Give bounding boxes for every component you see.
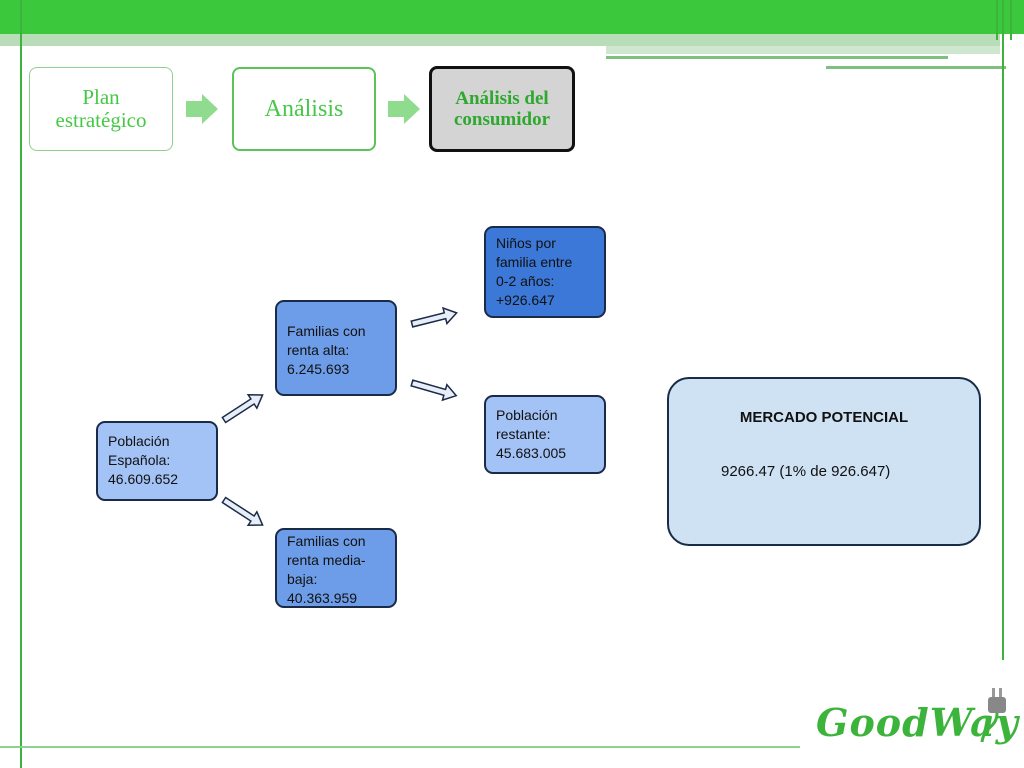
mercado-value: 9266.47 (1% de 926.647) (721, 463, 891, 480)
node-text: Población (108, 433, 170, 449)
step-arrow-icon (388, 94, 420, 124)
node-text: restante: (496, 426, 551, 442)
arrow-icon (218, 387, 268, 428)
arrow-icon (409, 374, 460, 405)
header-rule (606, 56, 948, 59)
node-text: familia entre (496, 254, 573, 270)
node-text: Población (496, 407, 558, 423)
right-deco-line-2 (1010, 0, 1012, 40)
left-border-line (20, 0, 22, 768)
node-poblacion-restante: Población restante: 45.683.005 (484, 395, 606, 474)
node-familias-renta-alta: Familias con renta alta: 6.245.693 (275, 300, 397, 396)
node-value: 45.683.005 (496, 445, 567, 461)
arrow-icon (218, 492, 268, 533)
node-text: Niños por (496, 235, 556, 251)
node-text: 0-2 años: (496, 273, 555, 289)
right-deco-line (996, 0, 998, 40)
mercado-title: MERCADO POTENCIAL (739, 409, 909, 426)
plug-icon (980, 688, 1006, 743)
step-arrow-icon (186, 94, 218, 124)
node-poblacion-espanola: Población Española: 46.609.652 (96, 421, 218, 501)
mercado-potencial-box: MERCADO POTENCIAL 9266.47 (1% de 926.647… (667, 377, 981, 546)
node-text: baja: (287, 571, 318, 587)
node-text: renta alta: (287, 342, 350, 358)
node-ninos-por-familia: Niños por familia entre 0-2 años: +926.6… (484, 226, 606, 318)
node-text: Española: (108, 452, 171, 468)
step-label-line: consumidor (453, 109, 551, 130)
header-band-secondary (606, 46, 1000, 54)
node-value: 40.363.959 (287, 590, 358, 606)
header-bar (0, 0, 1024, 34)
node-text: renta media- (287, 552, 366, 568)
arrow-icon (409, 304, 460, 333)
node-value: 46.609.652 (108, 471, 179, 487)
header-rule-secondary (826, 66, 1006, 69)
node-value: 6.245.693 (287, 361, 350, 377)
node-text: Familias con (287, 533, 366, 549)
node-familias-renta-media: Familias con renta media- baja: 40.363.9… (275, 528, 397, 608)
step-analisis[interactable]: Análisis (232, 67, 376, 151)
step-label-line: estratégico (55, 108, 147, 132)
step-label-line: Plan (82, 85, 120, 109)
step-label-line: Análisis del (455, 88, 549, 109)
goodway-logo: GoodWay (816, 686, 1018, 756)
bottom-border-line (0, 746, 800, 748)
right-border-line (1002, 0, 1004, 660)
step-label: Análisis (264, 95, 344, 122)
node-value: +926.647 (496, 292, 555, 308)
node-text: Familias con (287, 323, 366, 339)
header-band (0, 34, 1000, 46)
